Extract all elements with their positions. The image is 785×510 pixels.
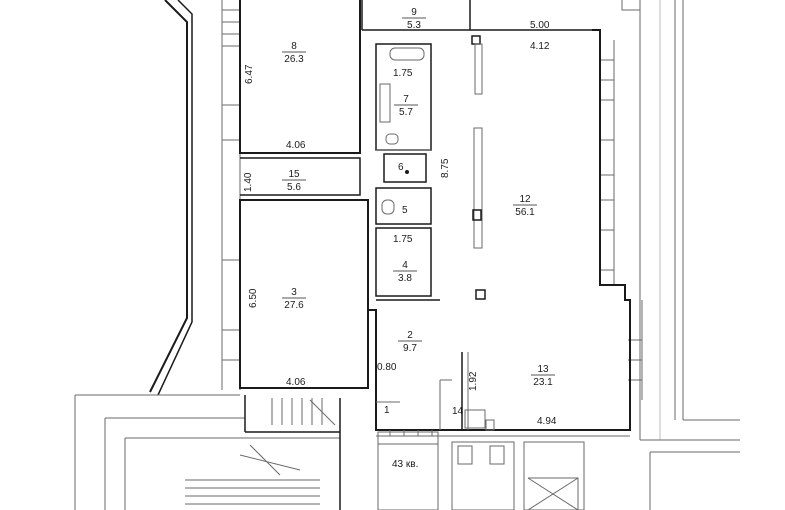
dim-4-06-top: 4.06 — [286, 140, 306, 151]
surrounding-structure — [74, 0, 740, 510]
room-13-number: 13 — [537, 364, 549, 375]
room-7-number: 7 — [403, 94, 409, 105]
dim-1-92: 1.92 — [468, 371, 479, 391]
room-15-number: 15 — [288, 169, 300, 180]
room-14-number: 14 — [452, 406, 464, 417]
room-7-area: 5.7 — [399, 107, 413, 118]
dim-1-75-top: 1.75 — [393, 68, 413, 79]
room-13-area: 23.1 — [533, 377, 553, 388]
room-4-number: 4 — [402, 260, 408, 271]
dim-6-50: 6.50 — [248, 288, 259, 308]
room-2-number: 2 — [407, 330, 413, 341]
room-4-area: 3.8 — [398, 273, 412, 284]
dim-1-75-mid: 1.75 — [393, 234, 413, 245]
room-6-number: 6 — [398, 162, 404, 173]
dim-4-06-bottom: 4.06 — [286, 377, 306, 388]
room-12-area: 56.1 — [515, 207, 535, 218]
room-15-area: 5.6 — [287, 182, 301, 193]
room-3-number: 3 — [291, 287, 297, 298]
room-12-number: 12 — [519, 194, 531, 205]
dim-4-12: 4.12 — [530, 41, 550, 52]
dim-6-47: 6.47 — [244, 64, 255, 84]
room-2-area: 9.7 — [403, 343, 417, 354]
room-5-number: 5 — [402, 205, 408, 216]
room-8-number: 8 — [291, 41, 297, 52]
room-labels: 129.7327.643.85675.7826.395.31256.11323.… — [282, 7, 555, 417]
room-9-number: 9 — [411, 7, 417, 18]
room-9-area: 5.3 — [407, 20, 421, 31]
room-1-number: 1 — [384, 405, 390, 416]
dimension-labels: 5.00 4.12 6.47 1.75 4.06 1.40 8.75 1.75 … — [243, 20, 557, 470]
room-8-area: 26.3 — [284, 54, 304, 65]
room-3-area: 27.6 — [284, 300, 304, 311]
dim-0-80: 0.80 — [377, 362, 397, 373]
dim-1-40: 1.40 — [243, 172, 254, 192]
dim-4-94: 4.94 — [537, 416, 557, 427]
dim-5-00: 5.00 — [530, 20, 550, 31]
dim-8-75: 8.75 — [440, 158, 451, 178]
apartment-label: 43 кв. — [392, 459, 418, 470]
main-walls — [239, 0, 631, 437]
